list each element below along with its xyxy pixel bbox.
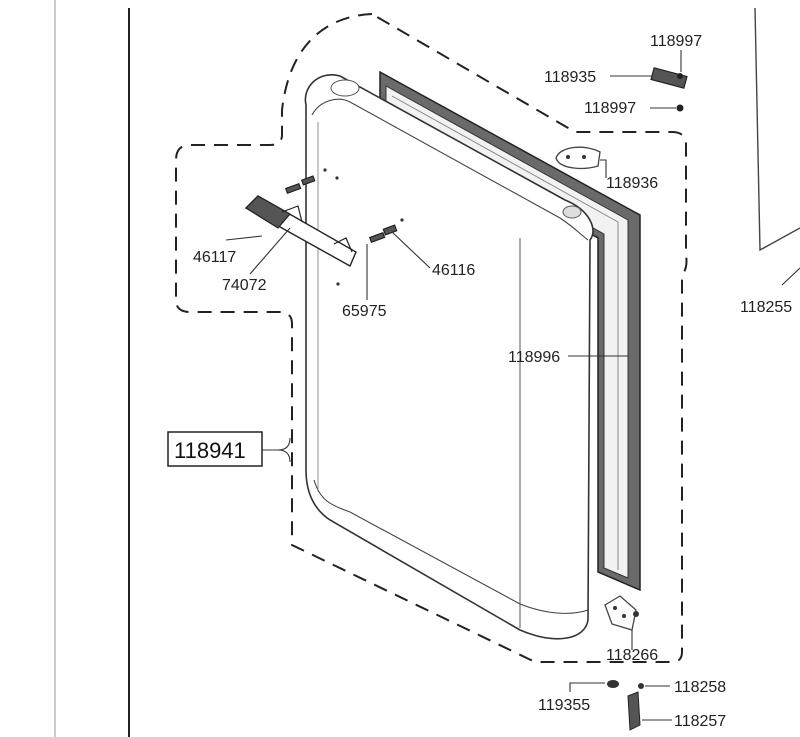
- label-118936: 118936: [606, 175, 658, 192]
- leader-lines: [225, 50, 800, 721]
- handle-screws: [284, 175, 398, 243]
- label-118266: 118266: [606, 647, 658, 664]
- label-118258: 118258: [674, 679, 726, 696]
- door-panel: [304, 74, 594, 640]
- lower-hinge: [604, 595, 639, 631]
- door-handle: [244, 195, 357, 267]
- label-118997-top: 118997: [650, 33, 702, 50]
- label-46116: 46116: [432, 262, 475, 279]
- top-hinge: [650, 67, 688, 112]
- label-74072: 74072: [222, 277, 267, 294]
- bottom-parts: [607, 680, 644, 731]
- adjacent-component-outline: [754, 7, 800, 252]
- label-118255: 118255: [740, 299, 792, 316]
- label-118997-bottom: 118997: [584, 100, 636, 117]
- label-46117: 46117: [193, 249, 236, 266]
- hinge-plate: [555, 146, 601, 170]
- assembly-label-box: 118941: [167, 431, 263, 467]
- label-119355: 119355: [538, 697, 590, 714]
- label-65975: 65975: [342, 303, 387, 320]
- label-118935: 118935: [544, 69, 596, 86]
- assembly-label: 118941: [174, 438, 246, 463]
- label-118257: 118257: [674, 713, 726, 730]
- label-118996: 118996: [508, 349, 560, 366]
- assembly-boundary: [175, 12, 688, 663]
